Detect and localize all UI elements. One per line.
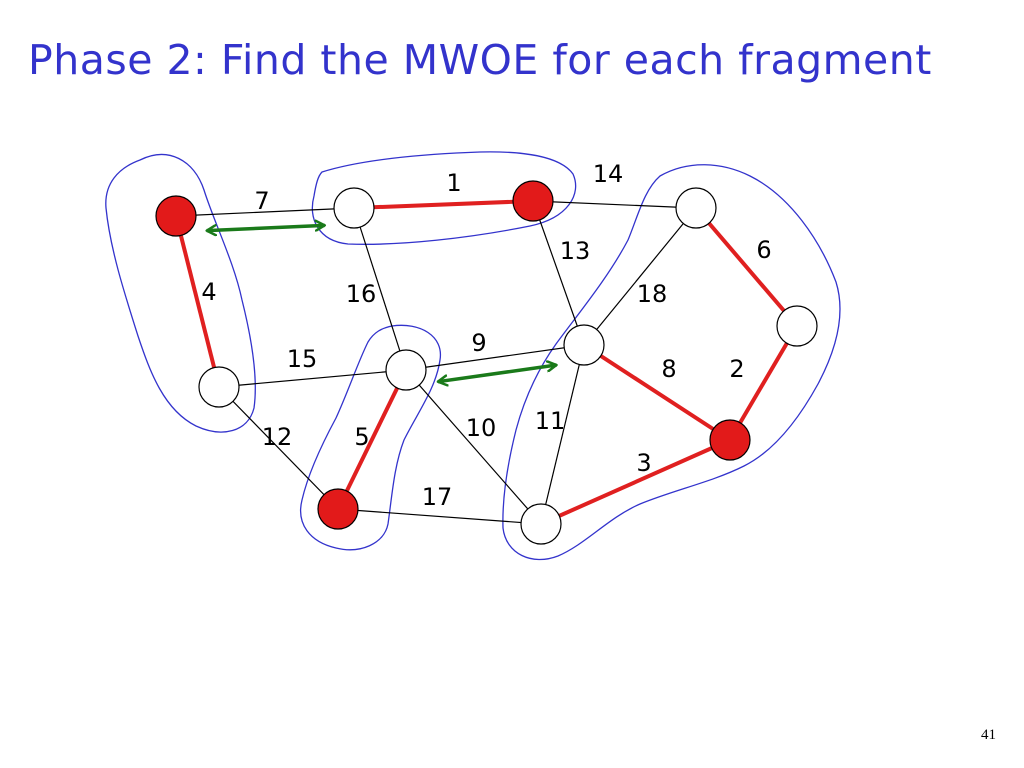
edge-h-f (218, 369, 407, 388)
edge-a-b (175, 207, 355, 217)
edge-weight-a-h: 4 (201, 278, 216, 306)
edge-b-f (353, 207, 407, 371)
edge-a-h-tree (174, 215, 221, 388)
edge-weight-g-k: 11 (535, 407, 566, 435)
edge-weight-f-j: 5 (354, 423, 369, 451)
edge-c-d (532, 200, 697, 209)
edge-weight-a-b: 7 (254, 187, 269, 215)
node-d (675, 187, 717, 229)
fragment-right-outline (502, 164, 841, 561)
edge-weight-e-i: 2 (729, 355, 744, 383)
edge-weight-f-k: 10 (466, 414, 497, 442)
edge-c-g (532, 200, 585, 346)
edge-weight-k-i: 3 (636, 449, 651, 477)
leader-node-a (155, 195, 197, 237)
edge-weight-h-f: 15 (287, 345, 318, 373)
edge-e-i-tree (728, 324, 799, 442)
edge-weight-g-i: 8 (661, 355, 676, 383)
edge-k-i-tree (540, 438, 731, 526)
edge-b-c-tree (353, 199, 534, 210)
edge-g-k (540, 344, 585, 525)
node-e (776, 305, 818, 347)
edge-f-j-tree (336, 369, 408, 510)
edge-weight-c-g: 13 (560, 237, 591, 265)
edge-weight-h-j: 12 (262, 423, 293, 451)
mwoe-arrow-a-b (207, 225, 325, 230)
node-b (333, 187, 375, 229)
node-h (198, 366, 240, 408)
fragment-middle-outline (300, 324, 441, 551)
edge-weight-d-g: 18 (637, 280, 668, 308)
slide-title: Phase 2: Find the MWOE for each fragment (28, 36, 932, 84)
edge-d-g (583, 207, 697, 346)
edge-j-k (337, 508, 542, 525)
edge-weight-c-d: 14 (593, 160, 624, 188)
edge-h-j (218, 386, 339, 510)
leader-node-i (709, 419, 751, 461)
edge-d-e-tree (694, 206, 799, 328)
edge-g-i-tree (582, 343, 732, 442)
edge-weight-d-e: 6 (756, 236, 771, 264)
leader-node-c (512, 180, 554, 222)
node-g (563, 324, 605, 366)
page-number: 41 (981, 727, 996, 743)
fragment-left-outline (105, 153, 256, 433)
edge-weight-f-g: 9 (471, 329, 486, 357)
edge-f-g (405, 344, 585, 371)
node-k (520, 503, 562, 545)
node-f (385, 349, 427, 391)
edge-f-k (405, 369, 542, 525)
mwoe-arrow-f-g (438, 365, 557, 382)
edge-weight-j-k: 17 (422, 483, 453, 511)
edge-weight-b-c: 1 (446, 169, 461, 197)
leader-node-j (317, 488, 359, 530)
edge-weight-b-f: 16 (346, 280, 377, 308)
